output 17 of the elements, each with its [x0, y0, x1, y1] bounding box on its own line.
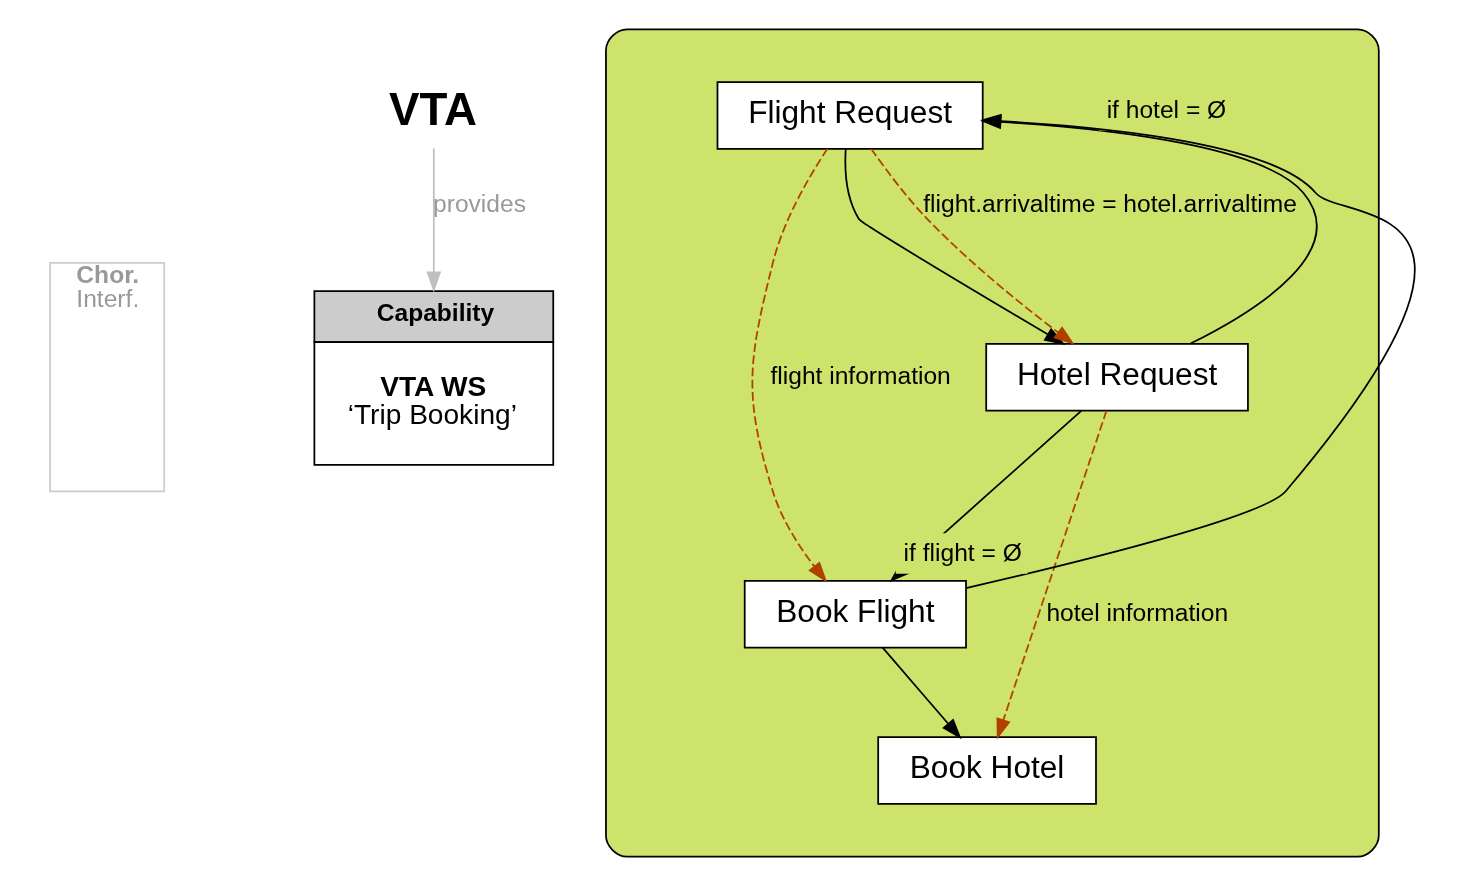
- node-box: Book Hotel: [877, 736, 1097, 805]
- node-box: Hotel Request: [985, 342, 1249, 412]
- edge-label: flight information: [770, 361, 951, 389]
- edge-label: provides: [433, 190, 526, 218]
- arrow: [426, 147, 442, 293]
- arrow: [996, 409, 1108, 740]
- edge-label: if hotel = Ø: [1106, 95, 1227, 123]
- cluster: [605, 28, 1380, 858]
- edge-label: if flight = Ø: [903, 538, 1022, 566]
- arrow: [751, 148, 829, 583]
- node-box: Flight Request: [716, 81, 984, 150]
- edge-label: hotel information: [1046, 598, 1229, 626]
- edge-label: flight.arrivaltime = hotel.arrivaltime: [923, 190, 1297, 218]
- node-box: Chor. Interf.: [49, 262, 166, 493]
- node-text: VTA: [389, 83, 477, 135]
- node-box: Book Flight: [743, 580, 967, 649]
- arrow: [881, 646, 962, 740]
